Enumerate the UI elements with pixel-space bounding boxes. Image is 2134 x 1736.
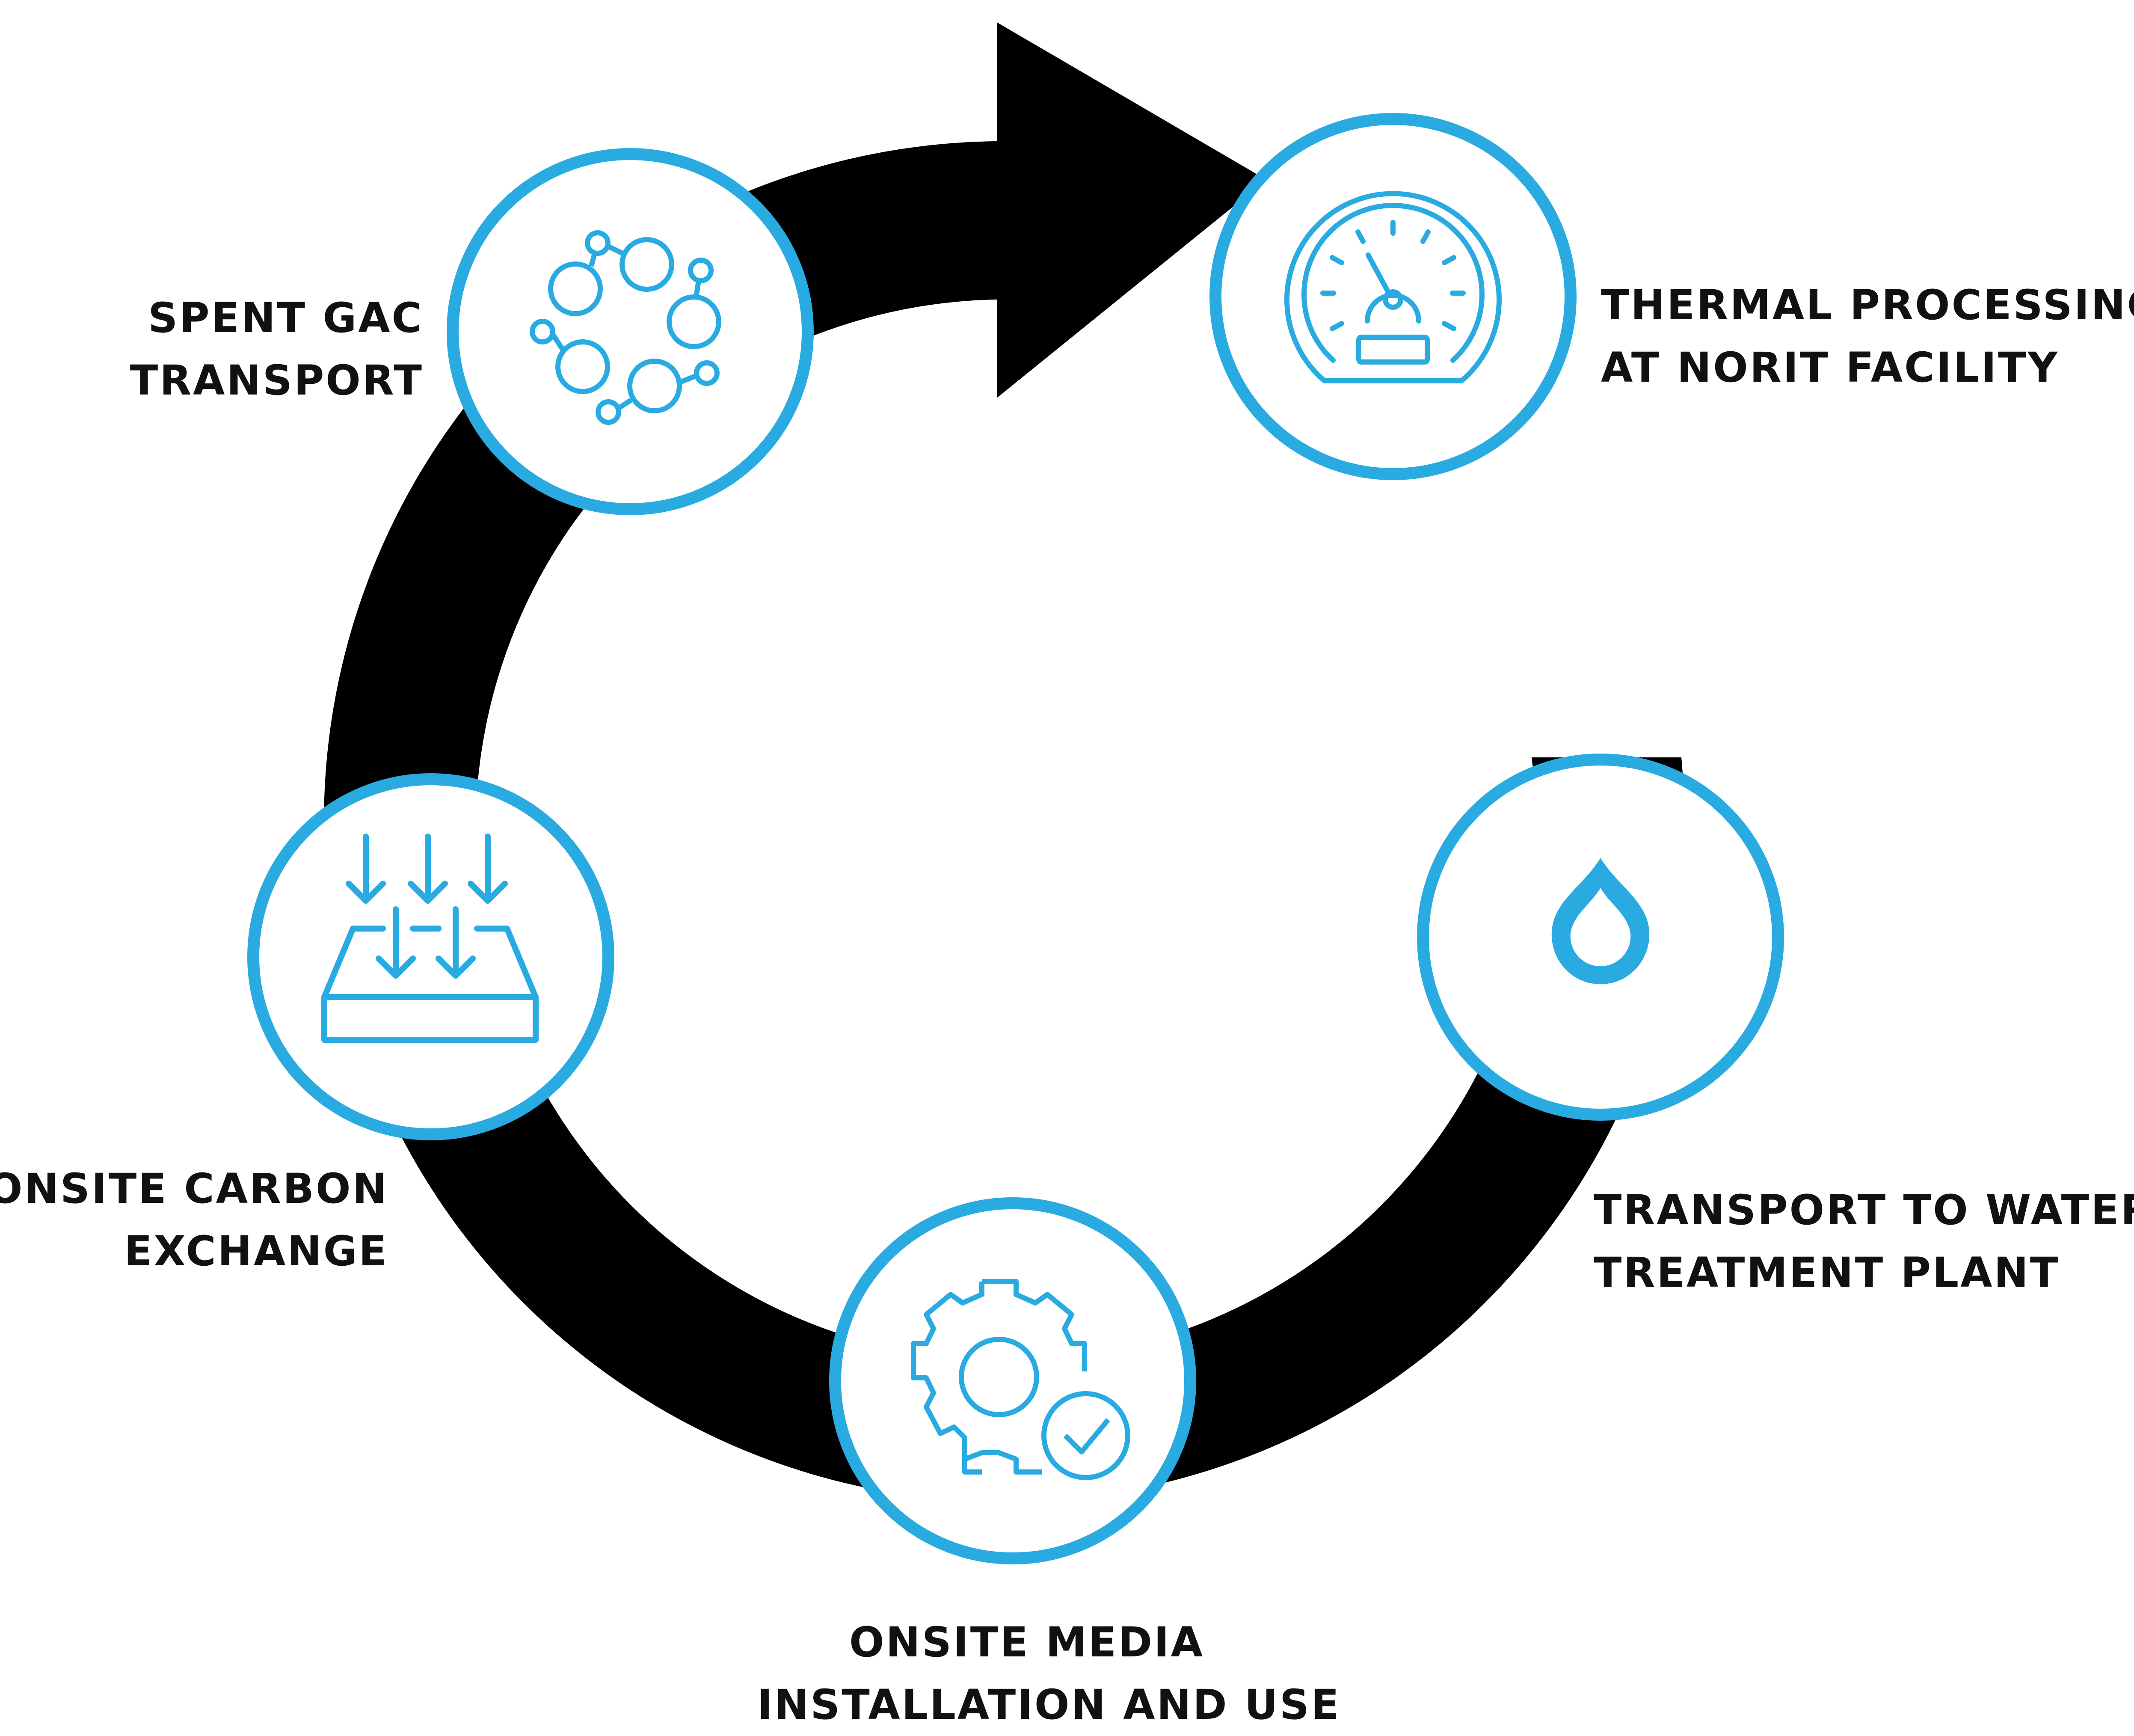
label-line: THERMAL PROCESSING — [1601, 281, 2134, 329]
node-onsite-carbon-exchange — [247, 773, 614, 1140]
cycle-arrowhead — [997, 22, 1266, 398]
label-line: TRANSPORT TO WATER — [1594, 1186, 2134, 1234]
label-onsite-carbon-exchange: ONSITE CARBON EXCHANGE — [0, 1157, 388, 1282]
label-spent-gac-transport: SPENT GAC TRANSPORT — [130, 287, 424, 412]
label-transport-to-wtp: TRANSPORT TO WATER TREATMENT PLANT — [1594, 1179, 2134, 1304]
node-onsite-media — [829, 1197, 1196, 1564]
filter-bed-icon — [321, 834, 539, 1043]
node-thermal-processing — [1209, 113, 1577, 480]
label-thermal-processing: THERMAL PROCESSING AT NORIT FACILITY — [1601, 274, 2134, 399]
label-line: TREATMENT PLANT — [1594, 1249, 2060, 1297]
cycle-ring — [324, 22, 1685, 1502]
molecule-icon — [530, 230, 721, 425]
node-spent-gac-transport — [447, 148, 814, 515]
label-line: ONSITE MEDIA — [849, 1618, 1205, 1666]
label-line: TRANSPORT — [130, 356, 424, 404]
gauge-icon — [1284, 191, 1502, 383]
label-line: INSTALLATION AND USE — [757, 1681, 1341, 1729]
label-line: EXCHANGE — [124, 1227, 388, 1275]
label-onsite-media: ONSITE MEDIA INSTALLATION AND USE — [757, 1611, 1341, 1736]
node-transport-to-wtp — [1417, 754, 1784, 1121]
gear-check-icon — [911, 1279, 1130, 1480]
label-line: ONSITE CARBON — [0, 1165, 388, 1213]
label-line: AT NORIT FACILITY — [1601, 344, 2060, 392]
label-line: SPENT GAC — [148, 294, 424, 342]
water-drop-icon — [1551, 858, 1650, 984]
